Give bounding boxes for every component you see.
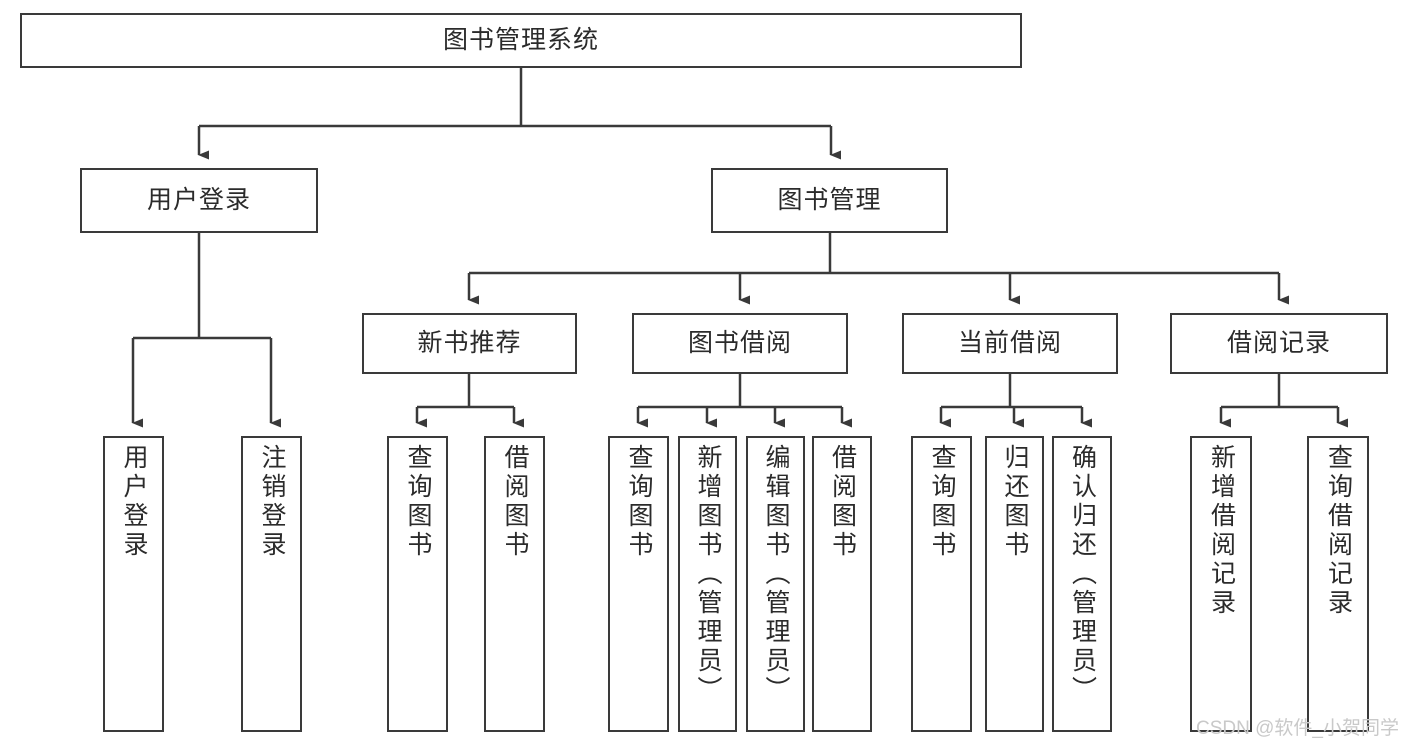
node-label: 新增图书（管理员） — [694, 444, 722, 705]
watermark: CSDN @软件_小贺同学 — [1196, 718, 1399, 739]
leaf-borrow-book-recommend[interactable]: 借阅图书 — [484, 436, 545, 732]
leaf-logout[interactable]: 注销登录 — [241, 436, 302, 732]
node-label: 查询图书 — [625, 444, 653, 560]
node-label: 注销登录 — [258, 444, 286, 560]
node-current-borrow[interactable]: 当前借阅 — [902, 313, 1118, 374]
node-label: 新增借阅记录 — [1207, 444, 1236, 618]
node-new-book-recommend[interactable]: 新书推荐 — [362, 313, 577, 374]
leaf-add-book-admin[interactable]: 新增图书（管理员） — [678, 436, 737, 732]
node-label: 查询图书 — [404, 444, 432, 560]
node-label: 查询借阅记录 — [1324, 444, 1353, 618]
node-label: 编辑图书（管理员） — [762, 444, 790, 705]
leaf-user-login[interactable]: 用户登录 — [103, 436, 164, 732]
node-user-login[interactable]: 用户登录 — [80, 168, 318, 233]
leaf-query-book-current[interactable]: 查询图书 — [911, 436, 972, 732]
leaf-query-book-borrow[interactable]: 查询图书 — [608, 436, 669, 732]
leaf-return-book[interactable]: 归还图书 — [985, 436, 1044, 732]
leaf-add-borrow-record[interactable]: 新增借阅记录 — [1190, 436, 1252, 732]
leaf-edit-book-admin[interactable]: 编辑图书（管理员） — [746, 436, 805, 732]
node-label: 当前借阅 — [957, 328, 1062, 357]
leaf-confirm-return-admin[interactable]: 确认归还（管理员） — [1052, 436, 1112, 732]
node-label: 归还图书 — [1001, 444, 1029, 560]
node-label: 图书管理 — [777, 185, 882, 214]
node-book-management[interactable]: 图书管理 — [711, 168, 948, 233]
node-root[interactable]: 图书管理系统 — [20, 13, 1022, 68]
node-label: 图书管理系统 — [442, 25, 599, 54]
node-label: 图书借阅 — [687, 328, 792, 357]
leaf-query-book-recommend[interactable]: 查询图书 — [387, 436, 448, 732]
node-borrow-record[interactable]: 借阅记录 — [1170, 313, 1388, 374]
node-label: 查询图书 — [928, 444, 956, 560]
leaf-borrow-book[interactable]: 借阅图书 — [812, 436, 872, 732]
node-label: 借阅图书 — [828, 444, 857, 560]
node-label: 用户登录 — [146, 185, 251, 214]
leaf-query-borrow-record[interactable]: 查询借阅记录 — [1307, 436, 1369, 732]
node-label: 新书推荐 — [417, 328, 522, 357]
node-label: 借阅图书 — [501, 444, 529, 560]
node-label: 用户登录 — [120, 444, 148, 560]
node-label: 借阅记录 — [1226, 328, 1331, 357]
node-label: 确认归还（管理员） — [1068, 444, 1097, 705]
node-book-borrow[interactable]: 图书借阅 — [632, 313, 848, 374]
